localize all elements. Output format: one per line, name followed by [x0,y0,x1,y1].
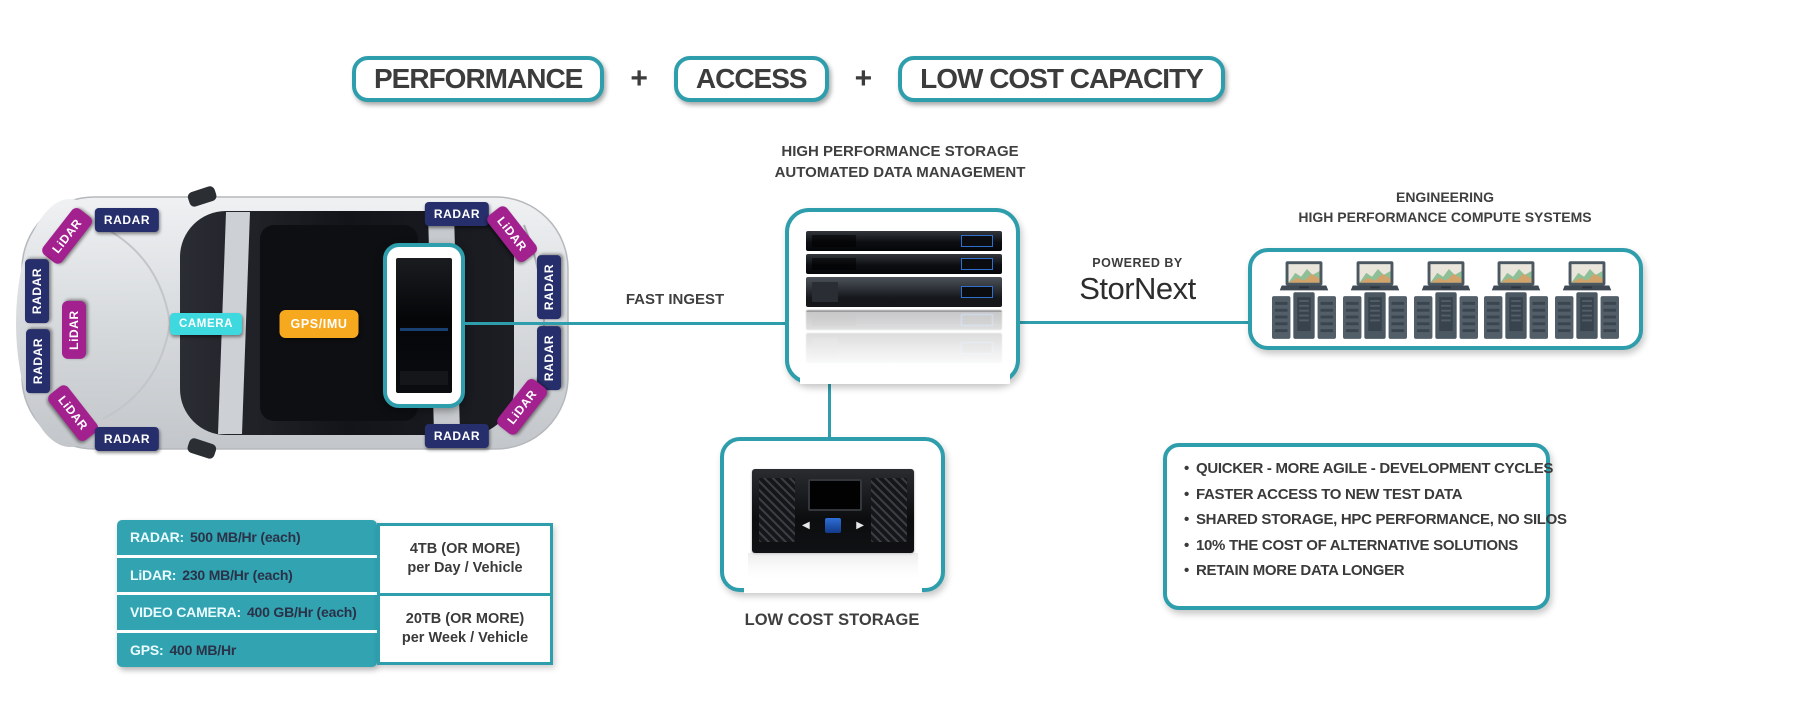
table-row-label: VIDEO CAMERA: [130,604,241,621]
plus-sign: + [854,62,873,95]
server-unit [806,254,1002,274]
table-row: GPS: 400 MB/Hr [117,633,377,668]
table-row-value: 400 MB/Hr [169,641,237,658]
server-rack-graphic [806,231,1002,366]
table-row-label: GPS: [130,641,164,658]
tape-vent-right [871,478,907,542]
tape-display [808,479,862,511]
benefit-item: RETAIN MORE DATA LONGER [1184,562,1534,579]
performance-pill: PERFORMANCE [352,56,605,102]
summary-panel: 4TB (OR MORE) per Day / Vehicle 20TB (OR… [377,523,553,665]
tape-left-arrow-icon: ◀ [802,519,810,531]
primary-storage-title-line1: HIGH PERFORMANCE STORAGE [781,143,1019,160]
benefit-item: QUICKER - MORE AGILE - DEVELOPMENT CYCLE… [1184,460,1553,477]
radar-badge: RADAR [537,325,561,391]
primary-storage-title: HIGH PERFORMANCE STORAGE AUTOMATED DATA … [740,141,1060,183]
tape-reflection-fade [744,553,922,593]
workstation-icon [1413,261,1478,339]
server-unit [806,231,1002,251]
table-row-label: LiDAR: [130,566,177,583]
plus-sign: + [630,62,648,95]
summary-line2: per Week / Vehicle [401,629,529,646]
benefit-item: 10% THE COST OF ALTERNATIVE SOLUTIONS [1184,537,1534,554]
summary-line1: 4TB (OR MORE) [409,541,521,558]
benefit-item: SHARED STORAGE, HPC PERFORMANCE, NO SILO… [1184,511,1567,528]
benefits-box: QUICKER - MORE AGILE - DEVELOPMENT CYCLE… [1163,443,1567,610]
radar-badge: RADAR [25,258,49,324]
workstation-icon [1484,261,1549,339]
summary-line1: 20TB (OR MORE) [405,610,525,627]
radar-badge: RADAR [26,328,50,394]
radar-badge: RADAR [424,202,490,226]
engineering-title: ENGINEERING HIGH PERFORMANCE COMPUTE SYS… [1245,187,1645,227]
data-rate-table: RADAR: 500 MB/Hr (each) LiDAR: 230 MB/Hr… [117,520,377,667]
engineering-title-line2: HIGH PERFORMANCE COMPUTE SYSTEMS [1298,209,1592,225]
connector-ingest [463,322,787,325]
tape-lcd-icon [825,517,841,533]
primary-storage-title-line2: AUTOMATED DATA MANAGEMENT [774,164,1026,181]
table-row: RADAR: 500 MB/Hr (each) [117,520,377,558]
header-pill-row: PERFORMANCE + ACCESS + LOW COST CAPACITY [352,56,1225,102]
workstation-row [1248,248,1643,350]
summary-line2: per Day / Vehicle [407,560,523,577]
powered-by-block: POWERED BY StorNext [1030,256,1245,307]
engineering-title-line1: ENGINEERING [1395,189,1494,205]
radar-badge: RADAR [424,424,490,448]
radar-badge: RADAR [94,208,160,232]
camera-badge: CAMERA [169,313,243,335]
table-row: VIDEO CAMERA: 400 GB/Hr (each) [117,595,377,633]
workstation-icon [1555,261,1619,339]
stornext-wordmark: StorNext [1079,271,1196,306]
table-row: LiDAR: 230 MB/Hr (each) [117,558,377,595]
access-pill: ACCESS [673,56,829,102]
table-row-value: 230 MB/Hr (each) [182,566,293,583]
powered-by-label: POWERED BY [1092,256,1183,270]
tape-right-arrow-icon: ▶ [856,519,864,531]
tape-library-graphic: ◀ ▶ [752,469,914,553]
gps-imu-badge: GPS/IMU [279,310,359,338]
summary-cell: 20TB (OR MORE) per Week / Vehicle [380,596,550,663]
workstation-icon [1342,261,1407,339]
tape-controls: ◀ ▶ [802,515,864,535]
workstation-icon [1272,261,1336,339]
in-car-computer-rack [396,258,452,393]
table-row-label: RADAR: [130,529,185,546]
table-row-value: 400 GB/Hr (each) [246,604,357,621]
server-unit [806,277,1002,307]
radar-badge: RADAR [94,427,160,451]
lidar-badge: LiDAR [62,301,86,359]
low-cost-storage-label: LOW COST STORAGE [744,611,920,629]
connector-stornext [1018,321,1250,324]
low-cost-capacity-pill: LOW COST CAPACITY [898,56,1225,102]
tape-vent-left [759,478,795,542]
table-row-value: 500 MB/Hr (each) [190,529,301,546]
fast-ingest-label: FAST INGEST [625,291,725,308]
summary-cell: 4TB (OR MORE) per Day / Vehicle [380,526,550,596]
benefit-item: FASTER ACCESS TO NEW TEST DATA [1184,486,1534,503]
server-rack-fade [800,312,1010,384]
in-car-computer [383,243,465,408]
connector-tape [828,381,831,439]
radar-badge: RADAR [537,254,561,320]
